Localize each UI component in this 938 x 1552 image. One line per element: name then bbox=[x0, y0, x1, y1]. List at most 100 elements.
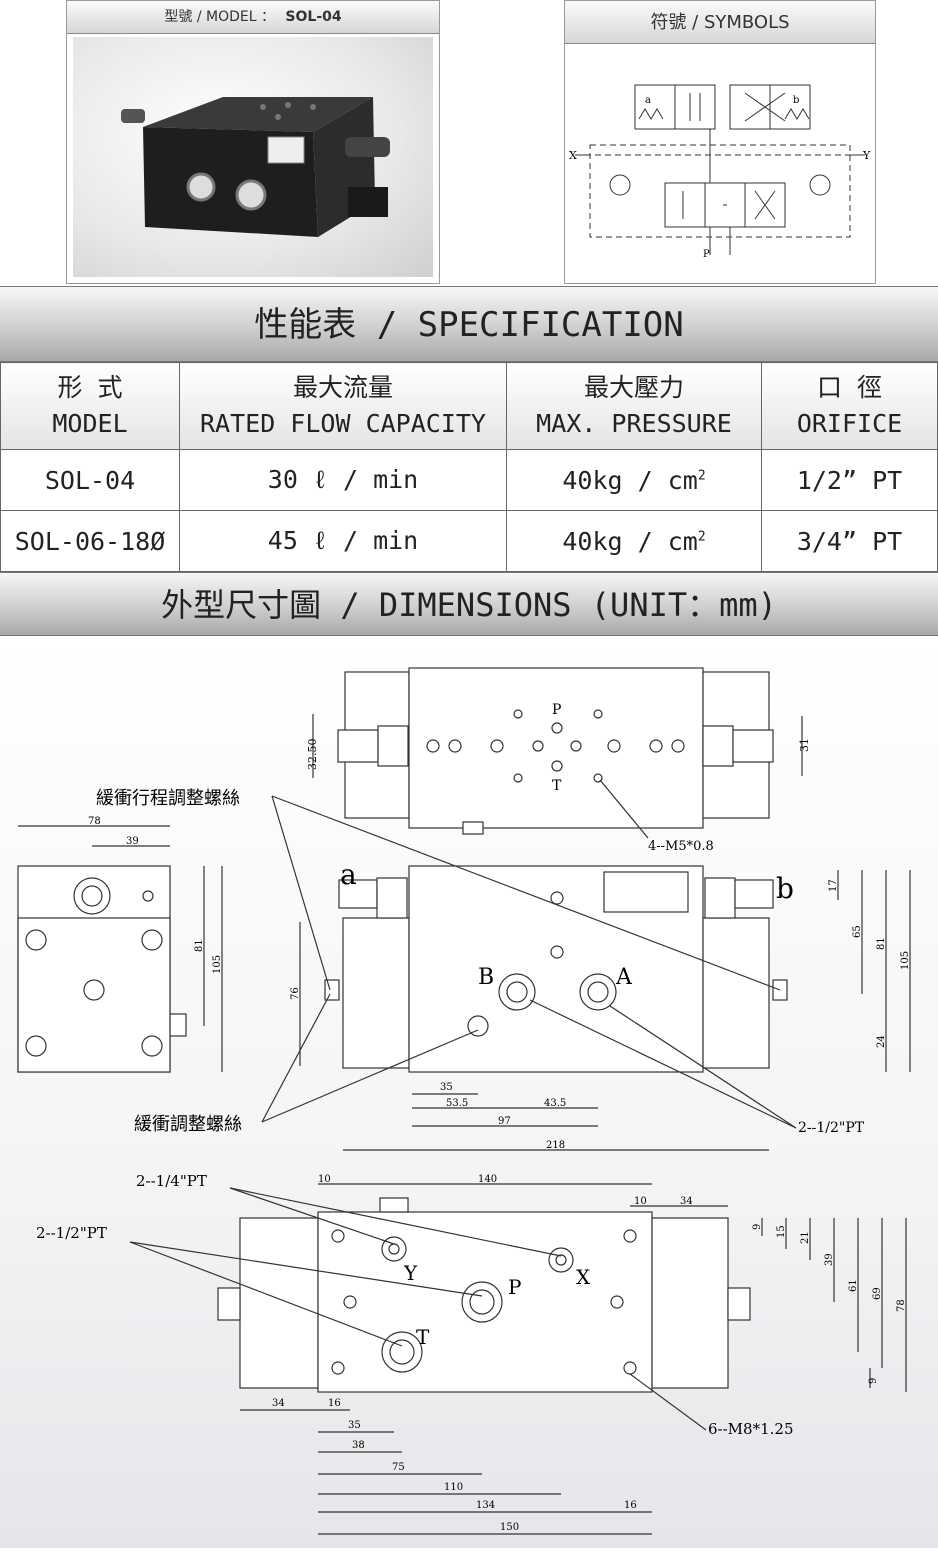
cell-pressure-value: 40kg / cm bbox=[562, 526, 698, 556]
bottom-port-t: T bbox=[416, 1325, 430, 1349]
side-dim-h1: 81 bbox=[194, 939, 205, 952]
bottom-callout-m8: 6--M8*1.25 bbox=[708, 1420, 793, 1438]
front-dim-43-5: 43.5 bbox=[544, 1098, 566, 1109]
bottom-dim-34a: 34 bbox=[680, 1196, 693, 1207]
cell-flow: 30 ℓ / min bbox=[179, 449, 507, 511]
symbol-label-a: a bbox=[645, 95, 651, 106]
cell-flow: 45 ℓ / min bbox=[179, 510, 507, 572]
bottom-dim-75: 75 bbox=[392, 1462, 405, 1473]
cell-model: SOL-06-18Ø bbox=[0, 510, 180, 572]
side-dim-offset: 39 bbox=[126, 836, 139, 847]
bottom-dim-15: 15 bbox=[776, 1225, 787, 1238]
header-flow-zh: 最大流量 bbox=[292, 373, 393, 402]
header-orifice: 口 徑 ORIFICE bbox=[761, 362, 938, 450]
top-dim-right: 31 bbox=[798, 738, 811, 752]
top-callout-m5: 4--M5*0.8 bbox=[648, 839, 714, 854]
symbol-caption: 符號 / SYMBOLS bbox=[565, 1, 875, 44]
symbol-panel: 符號 / SYMBOLS a b X Y P bbox=[564, 0, 876, 284]
bottom-dim-34b: 34 bbox=[272, 1398, 285, 1409]
product-photo-panel: 型號 / MODEL ： SOL-04 bbox=[66, 0, 440, 284]
symbol-label-b: b bbox=[793, 95, 799, 106]
dimension-drawing: P T 32.50 31 4--M5*0.8 緩衝行程調整螺絲 緩衝調整螺絲 7… bbox=[0, 636, 938, 1548]
front-callout-pt: 2--1/2"PT bbox=[798, 1120, 865, 1136]
cell-model: SOL-04 bbox=[0, 449, 180, 511]
bottom-dim-9b: 9 bbox=[868, 1378, 879, 1384]
top-dim-left: 32.50 bbox=[306, 739, 319, 771]
bottom-dim-16b: 16 bbox=[624, 1500, 637, 1511]
front-dim-17: 17 bbox=[828, 879, 839, 892]
front-dim-65: 65 bbox=[852, 925, 863, 938]
bottom-dim-134: 134 bbox=[476, 1500, 495, 1511]
header-model: 形 式 MODEL bbox=[0, 362, 180, 450]
specification-title-bar: 性能表 / SPECIFICATION bbox=[0, 286, 938, 362]
symbol-label-x: X bbox=[569, 149, 577, 162]
symbol-label-y: Y bbox=[862, 149, 871, 162]
front-label-a: a bbox=[340, 858, 357, 891]
front-dim-24: 24 bbox=[876, 1035, 887, 1048]
callout-stroke-screw: 緩衝行程調整螺絲 bbox=[96, 788, 240, 809]
specification-table: 形 式 MODEL 最大流量 RATED FLOW CAPACITY 最大壓力 … bbox=[0, 362, 938, 572]
header-orifice-en: ORIFICE bbox=[796, 409, 903, 438]
cell-pressure-sup: 2 bbox=[697, 529, 706, 545]
spec-row: SOL-06-18Ø 45 ℓ / min 40kg / cm2 3/4” PT bbox=[0, 510, 938, 572]
front-dim-76: 76 bbox=[290, 987, 301, 1000]
product-photo bbox=[73, 37, 433, 277]
header-orifice-zh: 口 徑 bbox=[816, 373, 883, 402]
cell-pressure: 40kg / cm2 bbox=[506, 449, 762, 511]
top-port-t: T bbox=[552, 778, 562, 794]
front-dim-81: 81 bbox=[876, 937, 887, 950]
top-port-p: P bbox=[552, 702, 561, 718]
front-dim-97: 97 bbox=[498, 1116, 511, 1127]
cell-pressure-sup: 2 bbox=[697, 468, 706, 484]
front-dim-53-5: 53.5 bbox=[446, 1098, 468, 1109]
front-dim-218: 218 bbox=[546, 1140, 565, 1151]
front-port-a: A bbox=[615, 965, 633, 990]
photo-caption-prefix: 型號 / MODEL ： bbox=[164, 9, 275, 25]
cell-pressure-value: 40kg / cm bbox=[562, 465, 698, 495]
specification-title: 性能表 / SPECIFICATION bbox=[254, 305, 684, 345]
cell-orifice: 3/4” PT bbox=[761, 510, 938, 572]
bottom-dim-21: 21 bbox=[800, 1231, 811, 1244]
bottom-callout-quarter: 2--1/4"PT bbox=[136, 1172, 207, 1190]
header-model-zh: 形 式 bbox=[57, 373, 123, 402]
dimensions-title: 外型尺寸圖 / DIMENSIONS (UNIT：mm) bbox=[161, 586, 777, 624]
dimensions-title-bar: 外型尺寸圖 / DIMENSIONS (UNIT：mm) bbox=[0, 572, 938, 636]
header-model-en: MODEL bbox=[52, 409, 128, 438]
bottom-dim-78: 78 bbox=[896, 1299, 907, 1312]
header-pressure-zh: 最大壓力 bbox=[583, 373, 684, 402]
bottom-dim-38: 38 bbox=[352, 1440, 365, 1451]
hydraulic-symbol-diagram: a b X Y P bbox=[569, 84, 871, 260]
callout-cushion-screw: 緩衝調整螺絲 bbox=[134, 1114, 242, 1135]
bottom-dim-10b: 10 bbox=[634, 1196, 647, 1207]
bottom-dim-10a: 10 bbox=[318, 1174, 331, 1185]
cell-orifice: 1/2” PT bbox=[761, 449, 938, 511]
bottom-dim-16a: 16 bbox=[328, 1398, 341, 1409]
spec-row: SOL-04 30 ℓ / min 40kg / cm2 1/2” PT bbox=[0, 449, 938, 511]
front-dim-35: 35 bbox=[440, 1082, 453, 1093]
photo-caption-model: SOL-04 bbox=[285, 9, 342, 25]
bottom-dim-69: 69 bbox=[872, 1287, 883, 1300]
side-dim-width: 78 bbox=[88, 816, 101, 827]
bottom-port-p: P bbox=[508, 1275, 521, 1299]
bottom-port-x: X bbox=[576, 1265, 591, 1289]
valve-photo-image bbox=[121, 97, 390, 237]
bottom-dim-110: 110 bbox=[444, 1482, 463, 1493]
front-port-b: B bbox=[478, 965, 494, 990]
bottom-dim-35: 35 bbox=[348, 1420, 361, 1431]
bottom-dim-9a: 9 bbox=[752, 1224, 763, 1230]
bottom-dim-61: 61 bbox=[848, 1279, 859, 1292]
bottom-dim-150: 150 bbox=[500, 1522, 519, 1533]
bottom-dim-140: 140 bbox=[478, 1174, 497, 1185]
symbol-label-p: P bbox=[703, 249, 710, 260]
bottom-dim-39: 39 bbox=[824, 1253, 835, 1266]
bottom-port-y: Y bbox=[403, 1261, 418, 1285]
photo-caption: 型號 / MODEL ： SOL-04 bbox=[67, 1, 439, 34]
header-flow-en: RATED FLOW CAPACITY bbox=[200, 409, 486, 438]
cell-pressure: 40kg / cm2 bbox=[506, 510, 762, 572]
side-dim-h2: 105 bbox=[212, 955, 223, 974]
front-label-b: b bbox=[776, 872, 794, 905]
front-dim-105: 105 bbox=[900, 951, 911, 970]
spec-header-row: 形 式 MODEL 最大流量 RATED FLOW CAPACITY 最大壓力 … bbox=[0, 362, 938, 450]
header-pressure: 最大壓力 MAX. PRESSURE bbox=[506, 362, 762, 450]
header-flow: 最大流量 RATED FLOW CAPACITY bbox=[179, 362, 507, 450]
